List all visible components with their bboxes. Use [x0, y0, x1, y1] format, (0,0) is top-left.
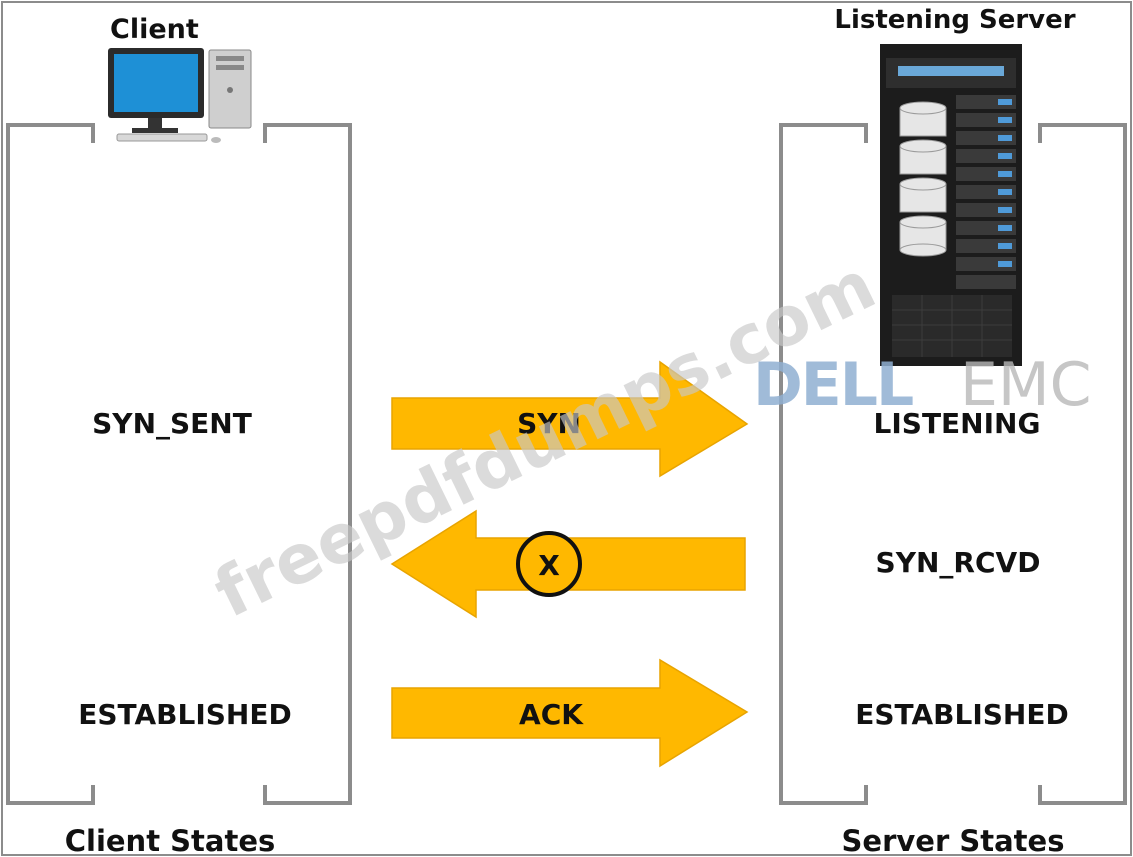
client-states-bracket	[6, 123, 352, 805]
server-title: Listening Server	[834, 5, 1075, 35]
server-rack-icon	[880, 44, 1022, 366]
server-states-footer: Server States	[842, 824, 1065, 857]
dell-watermark: DELL	[753, 350, 913, 420]
emc-watermark: EMC	[960, 350, 1092, 420]
failed-marker-label: X	[538, 549, 560, 582]
client-states-footer: Client States	[65, 824, 276, 857]
client-state-established: ESTABLISHED	[78, 698, 291, 731]
ack-label: ACK	[519, 698, 584, 731]
x-circle-icon	[516, 531, 582, 597]
server-state-listening: LISTENING	[874, 407, 1041, 440]
server-state-established: ESTABLISHED	[855, 698, 1068, 731]
client-title: Client	[110, 14, 199, 45]
server-state-syn-rcvd: SYN_RCVD	[876, 546, 1041, 579]
client-state-syn-sent: SYN_SENT	[92, 407, 252, 440]
syn-arrow	[391, 360, 749, 478]
syn-label: SYN	[517, 407, 581, 440]
ack-arrow	[391, 658, 749, 768]
server-states-bracket	[779, 123, 1127, 805]
desktop-computer-icon	[108, 48, 252, 143]
